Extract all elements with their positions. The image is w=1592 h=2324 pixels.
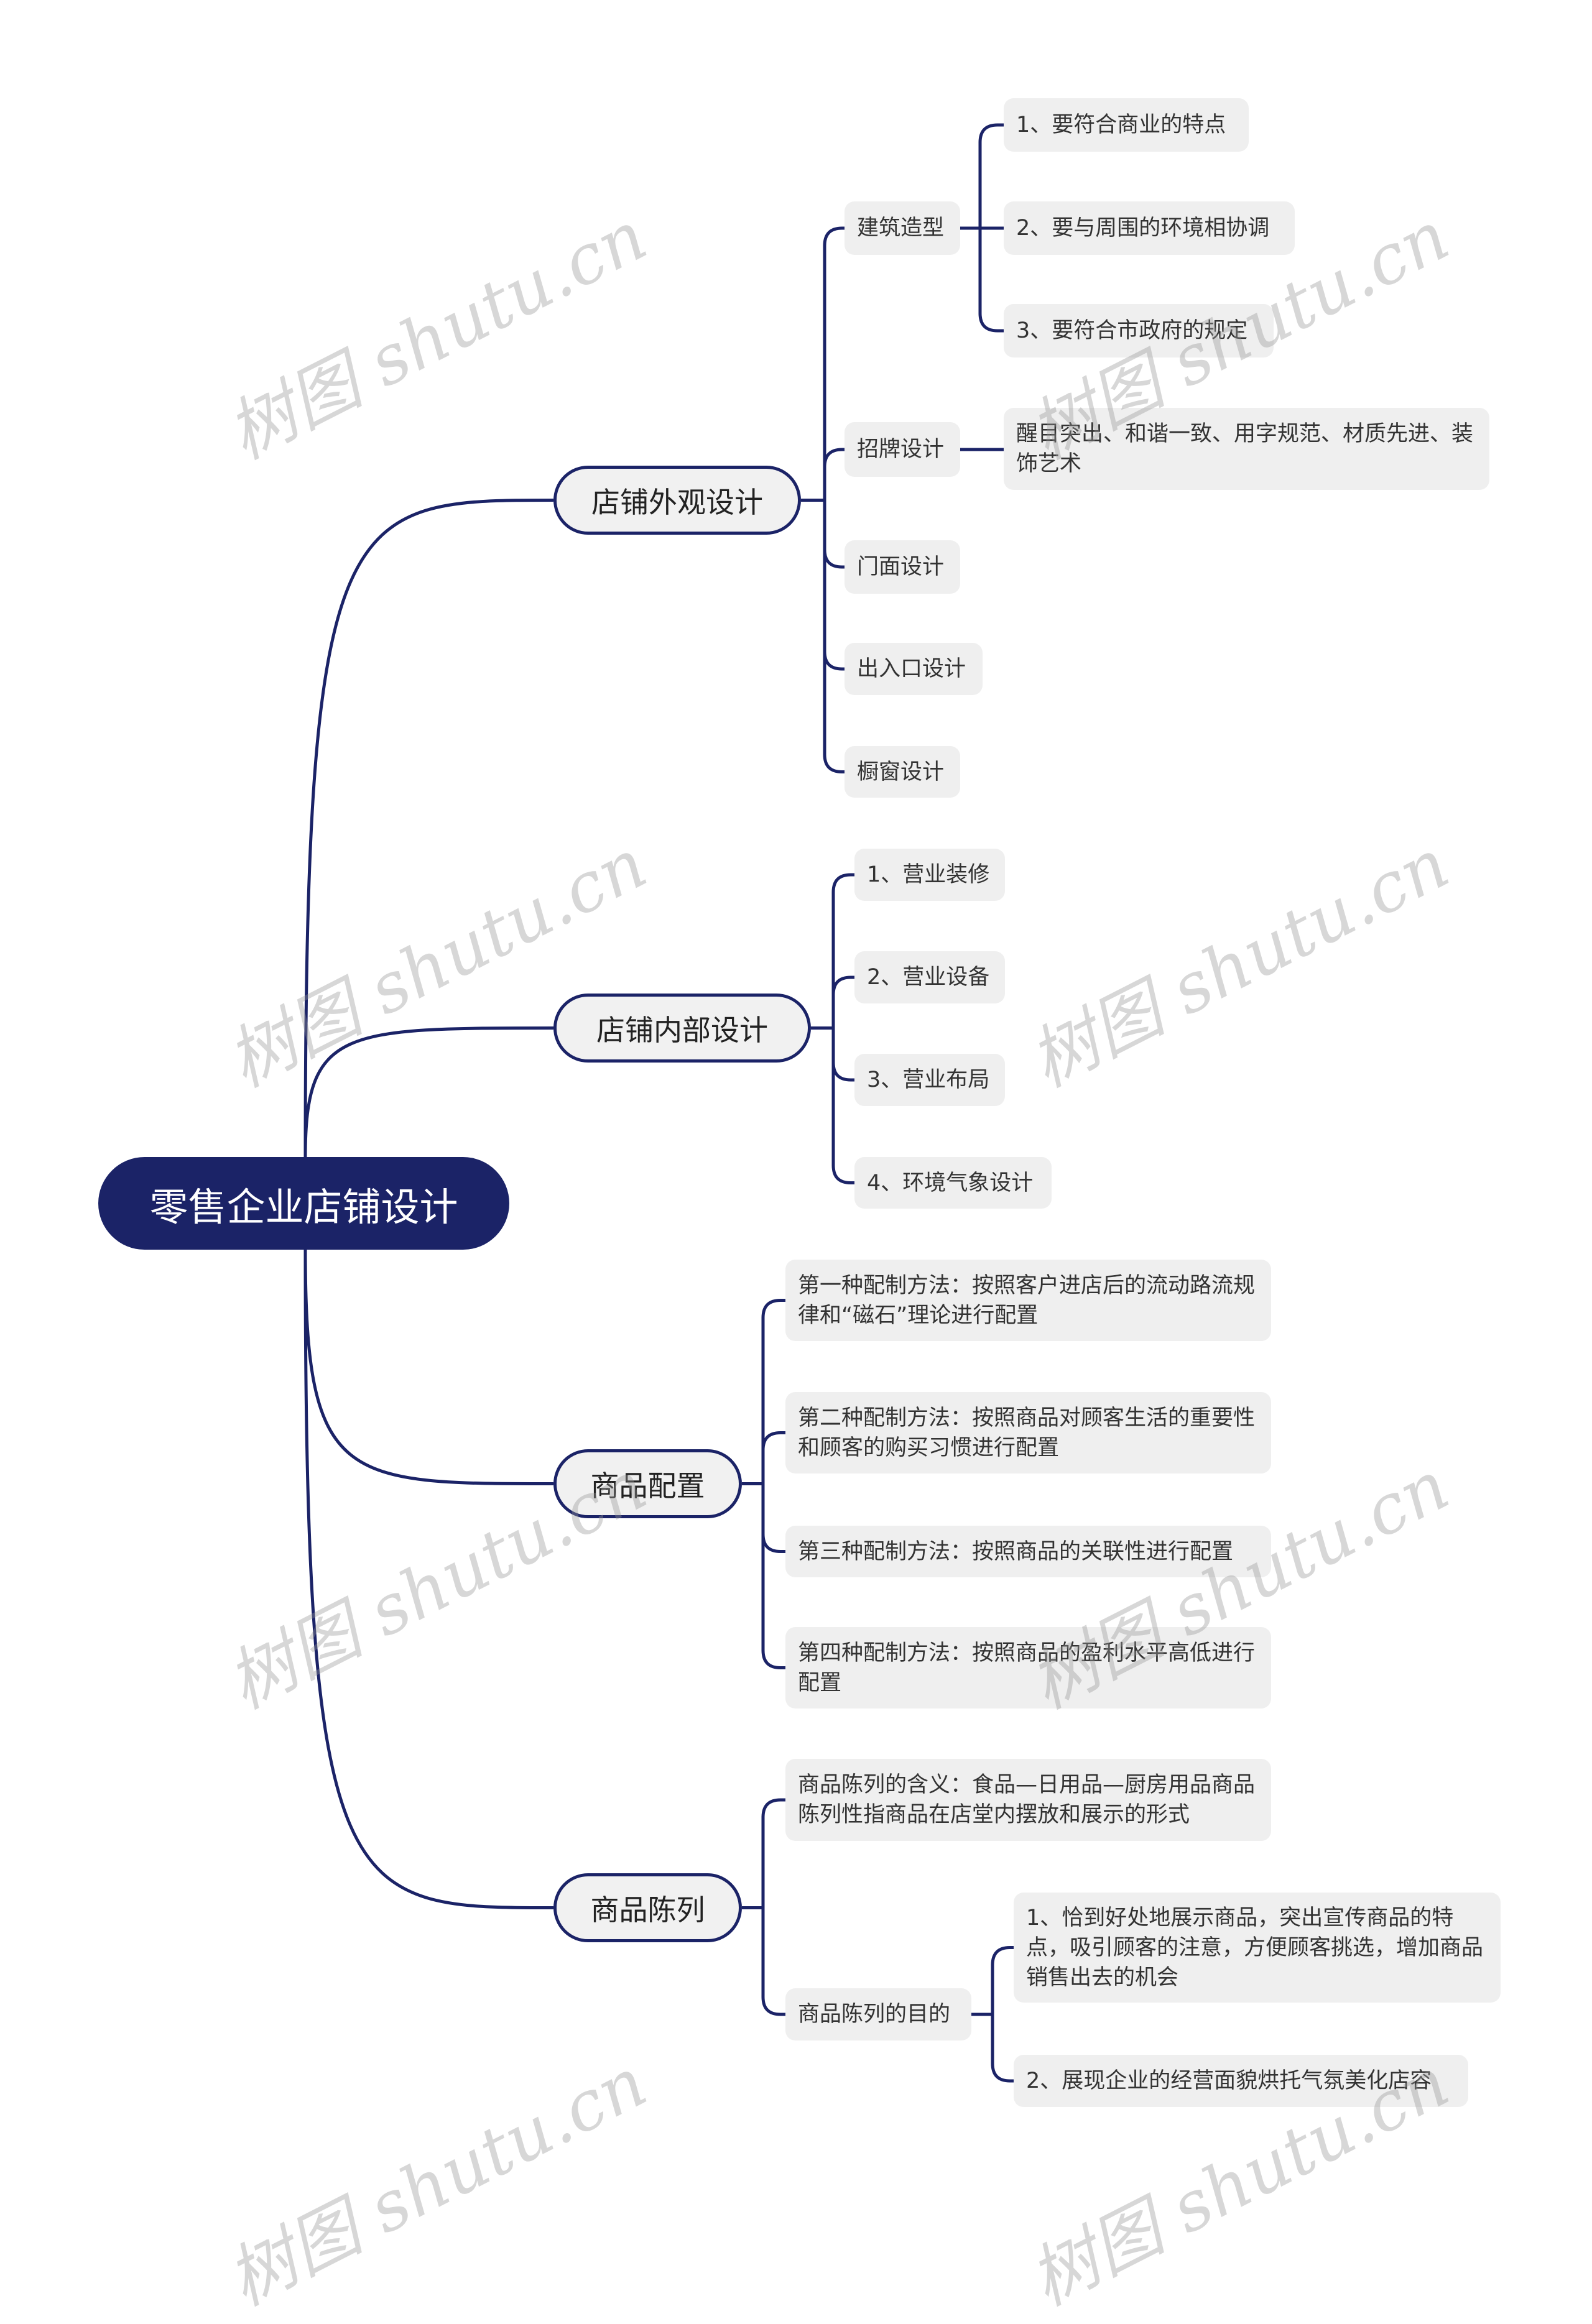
- connector-line: [831, 975, 854, 1028]
- topic-entrance[interactable]: 出入口设计: [845, 643, 983, 695]
- connector-line: [303, 1249, 554, 1909]
- connector-line: [761, 1798, 785, 1908]
- topic-architecture[interactable]: 建筑造型: [845, 201, 960, 255]
- connector-line: [823, 226, 845, 500]
- connector-line: [823, 500, 845, 671]
- branch-merchandise-allocation[interactable]: 商品配置: [553, 1449, 742, 1518]
- connector-line: [303, 1026, 554, 1158]
- topic-signboard[interactable]: 招牌设计: [845, 422, 960, 477]
- connector-line: [823, 500, 845, 773]
- architecture-point-1[interactable]: 1、要符合商业的特点: [1004, 98, 1249, 152]
- interior-item-4[interactable]: 4、环境气象设计: [854, 1157, 1052, 1209]
- connector-line: [761, 1907, 785, 2016]
- connector-line: [761, 1483, 785, 1553]
- connector-line: [761, 1431, 785, 1484]
- branch-merchandise-display[interactable]: 商品陈列: [553, 1873, 742, 1942]
- interior-item-1[interactable]: 1、营业装修: [854, 849, 1005, 901]
- connector-line: [761, 1483, 785, 1669]
- branch-interior-design[interactable]: 店铺内部设计: [553, 994, 811, 1063]
- display-purpose-2[interactable]: 2、展现企业的经营面貌烘托气氛美化店容: [1014, 2055, 1468, 2107]
- display-meaning[interactable]: 商品陈列的含义：食品—日用品—厨房用品商品陈列性指商品在店堂内摆放和展示的形式: [785, 1759, 1271, 1841]
- connector-line: [991, 2014, 1014, 2083]
- topic-facade[interactable]: 门面设计: [845, 540, 960, 594]
- allocation-method-2[interactable]: 第二种配制方法：按照商品对顾客生活的重要性和顾客的购买习惯进行配置: [785, 1392, 1271, 1473]
- root-node[interactable]: 零售企业店铺设计: [98, 1157, 509, 1250]
- topic-showcase[interactable]: 橱窗设计: [845, 746, 960, 798]
- allocation-method-3[interactable]: 第三种配制方法：按照商品的关联性进行配置: [785, 1526, 1271, 1577]
- signboard-requirements[interactable]: 醒目突出、和谐一致、用字规范、材质先进、装饰艺术: [1004, 408, 1489, 490]
- connector-line: [831, 1028, 854, 1184]
- architecture-point-3[interactable]: 3、要符合市政府的规定: [1004, 304, 1274, 357]
- interior-item-3[interactable]: 3、营业布局: [854, 1054, 1005, 1106]
- connector-line: [978, 228, 1004, 333]
- interior-item-2[interactable]: 2、营业设备: [854, 951, 1005, 1003]
- display-purpose[interactable]: 商品陈列的目的: [785, 1988, 971, 2040]
- connector-line: [831, 873, 854, 1028]
- connector-line: [978, 123, 1004, 228]
- connector-line: [823, 500, 845, 569]
- connector-lines: [303, 123, 1014, 2083]
- allocation-method-4[interactable]: 第四种配制方法：按照商品的盈利水平高低进行配置: [785, 1627, 1271, 1708]
- branch-exterior-design[interactable]: 店铺外观设计: [553, 466, 801, 535]
- display-purpose-1[interactable]: 1、恰到好处地展示商品，突出宣传商品的特点，吸引顾客的注意，方便顾客挑选，增加商…: [1014, 1893, 1501, 2003]
- connector-line: [761, 1299, 785, 1484]
- connector-line: [831, 1028, 854, 1082]
- connector-line: [991, 1946, 1014, 2014]
- connector-line: [823, 448, 845, 500]
- architecture-point-2[interactable]: 2、要与周围的环境相协调: [1004, 201, 1295, 255]
- connector-line: [303, 1249, 554, 1485]
- connector-line: [303, 499, 554, 1158]
- allocation-method-1[interactable]: 第一种配制方法：按照客户进店后的流动路流规律和“磁石”理论进行配置: [785, 1260, 1271, 1341]
